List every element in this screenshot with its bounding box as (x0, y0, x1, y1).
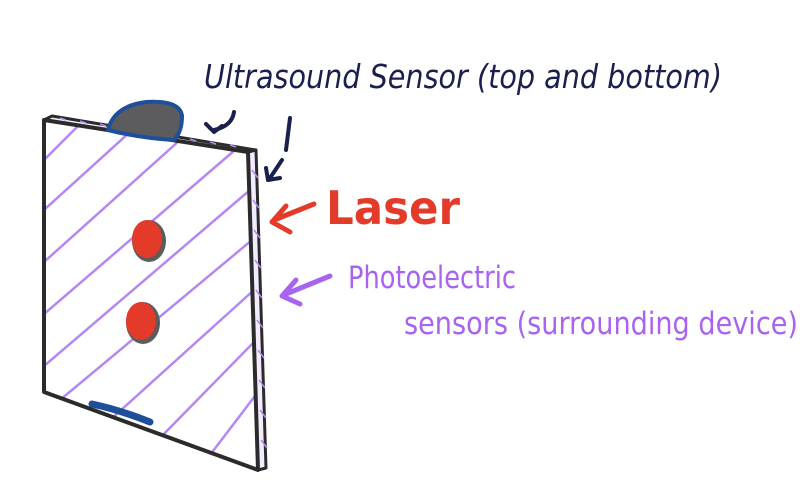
edge-hatch (59, 117, 268, 449)
laser-dot-icon (126, 302, 160, 344)
ultrasound-sensor-top-icon (106, 99, 184, 142)
laser-label: Laser (326, 181, 460, 235)
panel-front-face (44, 120, 258, 470)
photoelectric-label-line1: Photoelectric (348, 260, 516, 296)
panel-outline (42, 118, 260, 472)
panel-hatching (44, 123, 258, 456)
ultrasound-sensor-bottom-icon (88, 400, 154, 426)
photoelectric-label-line2: sensors (surrounding device) (404, 306, 798, 342)
arrow-icon (279, 273, 333, 307)
arrow-icon (264, 116, 292, 182)
laser-dot-icon (132, 220, 166, 262)
ultrasound-label: Ultrasound Sensor (top and bottom) (204, 57, 722, 96)
arrow-icon (204, 110, 236, 134)
device-panel (42, 99, 268, 472)
arrow-icon (269, 201, 317, 235)
